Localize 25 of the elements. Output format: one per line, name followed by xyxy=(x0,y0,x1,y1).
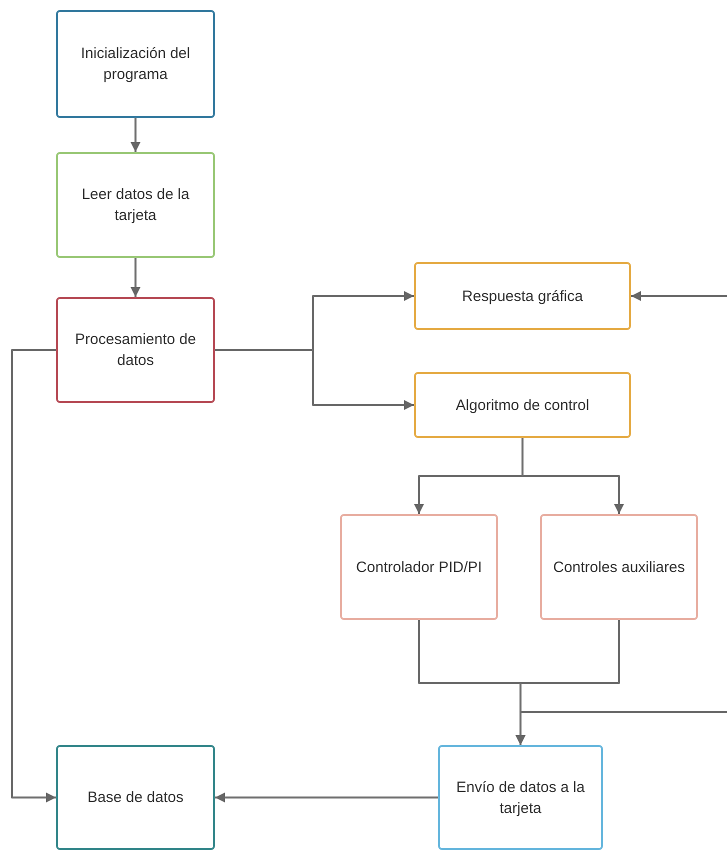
process-box xyxy=(56,152,215,258)
process-box xyxy=(540,514,698,620)
process-box xyxy=(414,372,631,438)
node-label: Controles auxiliares xyxy=(553,558,685,578)
process-box xyxy=(414,262,631,330)
arrow xyxy=(631,291,727,301)
arrow xyxy=(522,438,624,514)
process-box xyxy=(56,297,215,403)
process-box xyxy=(56,745,215,850)
node-label: Controlador PID/PI xyxy=(356,558,482,578)
node-label: Respuesta gráfica xyxy=(462,286,583,306)
node-label: Base de datos xyxy=(88,788,184,808)
node-label: Inicialización del programa xyxy=(80,44,192,85)
arrow xyxy=(130,118,140,152)
arrow xyxy=(130,258,140,297)
arrow xyxy=(11,349,56,802)
process-box xyxy=(438,745,603,850)
arrow xyxy=(215,792,438,802)
arrow xyxy=(516,711,727,745)
node-label: Procesamiento de datos xyxy=(74,330,197,371)
node-label: Algoritmo de control xyxy=(456,396,590,416)
process-box xyxy=(340,514,498,620)
node-label: Leer datos de la tarjeta xyxy=(80,185,190,226)
node-label: Envío de datos a la tarjeta xyxy=(455,778,586,818)
process-box xyxy=(56,10,215,118)
